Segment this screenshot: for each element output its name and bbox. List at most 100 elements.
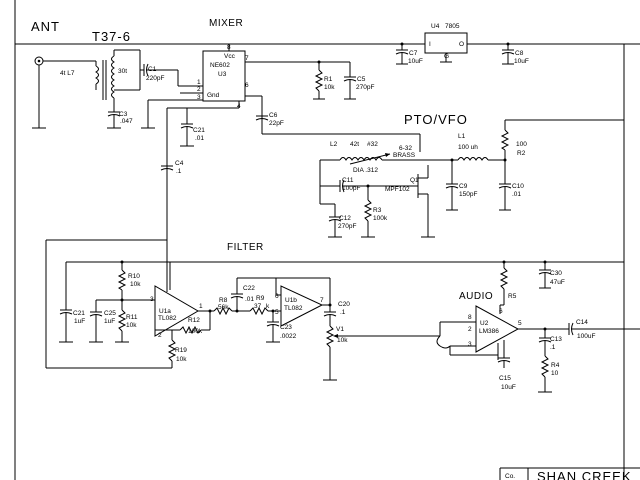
c6-label: C6	[269, 112, 278, 119]
capacitor-c11: C11 100pF	[320, 177, 400, 193]
u2-pin8: 8	[468, 314, 472, 321]
capacitor-c13: C13 .1	[538, 329, 562, 356]
c22-value: .01	[245, 296, 254, 303]
junction-dots	[120, 42, 547, 331]
c7-value: 10uF	[408, 58, 423, 65]
resistor-r11: R11 10k	[115, 300, 138, 343]
c21b-value: 1uF	[74, 318, 85, 325]
resistor-r19: R19 10k	[46, 339, 187, 369]
title-block-name: SHAN CREEK	[537, 469, 632, 480]
u2-ref: U2	[480, 320, 489, 327]
antenna-label: ANT	[31, 19, 60, 34]
u4-in: I	[429, 41, 431, 48]
c8-label: C8	[515, 50, 524, 57]
capacitor-c3: C3 .047	[107, 111, 133, 129]
c11-value: 100pF	[342, 185, 360, 192]
u1a-pin1: 1	[199, 303, 203, 310]
opamp-u1a: U1a TL082 3 2 1	[150, 240, 210, 340]
c15-label: C15	[499, 375, 511, 382]
r8-value: 56k	[218, 304, 229, 311]
c8-value: 10uF	[514, 58, 529, 65]
q1-label: Q1	[410, 177, 419, 184]
u1b-pin6: 6	[275, 293, 279, 300]
u1a-part: TL082	[158, 315, 177, 322]
c15-value: 10uF	[501, 384, 516, 391]
vfo-coil-l1: L1 100 uh	[440, 133, 505, 161]
r5-label: R5	[508, 293, 517, 300]
u4-gnd: G	[444, 53, 449, 60]
u3-pin2: 2	[197, 86, 201, 93]
r10-value: 10k	[130, 281, 141, 288]
u3-part: NE602	[210, 62, 230, 69]
potentiometer-v1: V1 10k	[323, 325, 440, 381]
audio-label: AUDIO	[459, 291, 493, 302]
resistor-r8: R8 56k	[210, 297, 250, 316]
c3-label: C3	[119, 111, 128, 118]
u1b-pin7: 7	[320, 297, 324, 304]
r19-label: R19	[175, 347, 187, 354]
transistor-q1: Q1 MPF102	[385, 165, 435, 238]
u2-pin6: 6	[499, 308, 503, 315]
brass-label: BRASS	[393, 152, 416, 159]
amplifier-u2: U2 LM386 8 2 3 6 5	[436, 305, 560, 360]
c23-label: C23	[280, 324, 292, 331]
antenna-input: 4t L7	[32, 56, 99, 129]
capacitor-c1: C1 220pF	[140, 63, 203, 87]
u2-pin2: 2	[468, 326, 472, 333]
u3-gnd: Gnd	[207, 92, 220, 99]
v1-value: 10k	[337, 337, 348, 344]
r3-label: R3	[373, 207, 382, 214]
capacitor-c23: C23 .0022	[266, 311, 297, 343]
r12-value: 100k	[188, 328, 203, 335]
c5-value: 270pF	[356, 84, 374, 91]
resistor-r3: R3 100k	[361, 186, 388, 238]
capacitor-c12: C12 270pF	[320, 203, 356, 238]
c30-label: C30	[550, 270, 562, 277]
u2-part: LM386	[479, 328, 499, 335]
capacitor-c15: C15 10uF	[497, 340, 516, 391]
u4-out: O	[459, 41, 464, 48]
resistor-r1: R1 10k	[313, 62, 335, 100]
c14-label: C14	[576, 319, 588, 326]
c25-label: C25	[104, 310, 116, 317]
toroid-label: T37-6	[92, 29, 131, 44]
r12-label: R12	[188, 317, 200, 324]
turns-label: 30t	[118, 68, 127, 75]
c21-value: .01	[195, 135, 204, 142]
c4-label: C4	[175, 160, 184, 167]
vfo-label: PTO/VFO	[404, 112, 468, 127]
u2-pin3: 3	[468, 341, 472, 348]
r10-label: R10	[128, 273, 140, 280]
r3-value: 100k	[373, 215, 388, 222]
c20-value: .1	[340, 309, 346, 316]
screw-label: 6-32	[399, 145, 412, 152]
u1a-pin3: 3	[150, 296, 154, 303]
r11-value: 10k	[126, 322, 137, 329]
c22-label: C22	[243, 285, 255, 292]
capacitor-c14: C14 100uF	[560, 319, 640, 340]
r9-value: 37	[254, 303, 262, 310]
opamp-u1b: U1b TL082 6 5 7	[275, 278, 331, 327]
capacitor-c25: C25 1uF	[89, 299, 155, 343]
u1b-pin5: 5	[275, 309, 279, 316]
r9-unit: k	[266, 303, 270, 310]
capacitor-c30: C30 47uF	[538, 262, 565, 289]
c30-value: 47uF	[550, 279, 565, 286]
c12-value: 270pF	[338, 223, 356, 230]
u3-ref: U3	[218, 71, 227, 78]
u1a-pin2: 2	[158, 332, 162, 339]
regulator-u4: U4 7805 I O G	[385, 23, 624, 63]
resistor-r4: R4 10	[538, 355, 560, 393]
v1-label: V1	[336, 326, 344, 333]
capacitor-c21-mixer: C21 .01	[180, 108, 205, 147]
capacitor-c22: C22 .01	[230, 277, 330, 311]
c13-value: .1	[550, 344, 556, 351]
capacitor-c7: C7 10uF	[395, 44, 423, 65]
mixer-ic-u3: 8 Vcc NE602 U3 Gnd 1 2 3 4 6 7	[197, 44, 249, 110]
capacitor-c4: C4 .1	[160, 160, 184, 175]
mixer-label: MIXER	[209, 18, 243, 29]
c9-label: C9	[459, 183, 468, 190]
c21b-label: C21	[73, 310, 85, 317]
c12-label: C12	[339, 215, 351, 222]
